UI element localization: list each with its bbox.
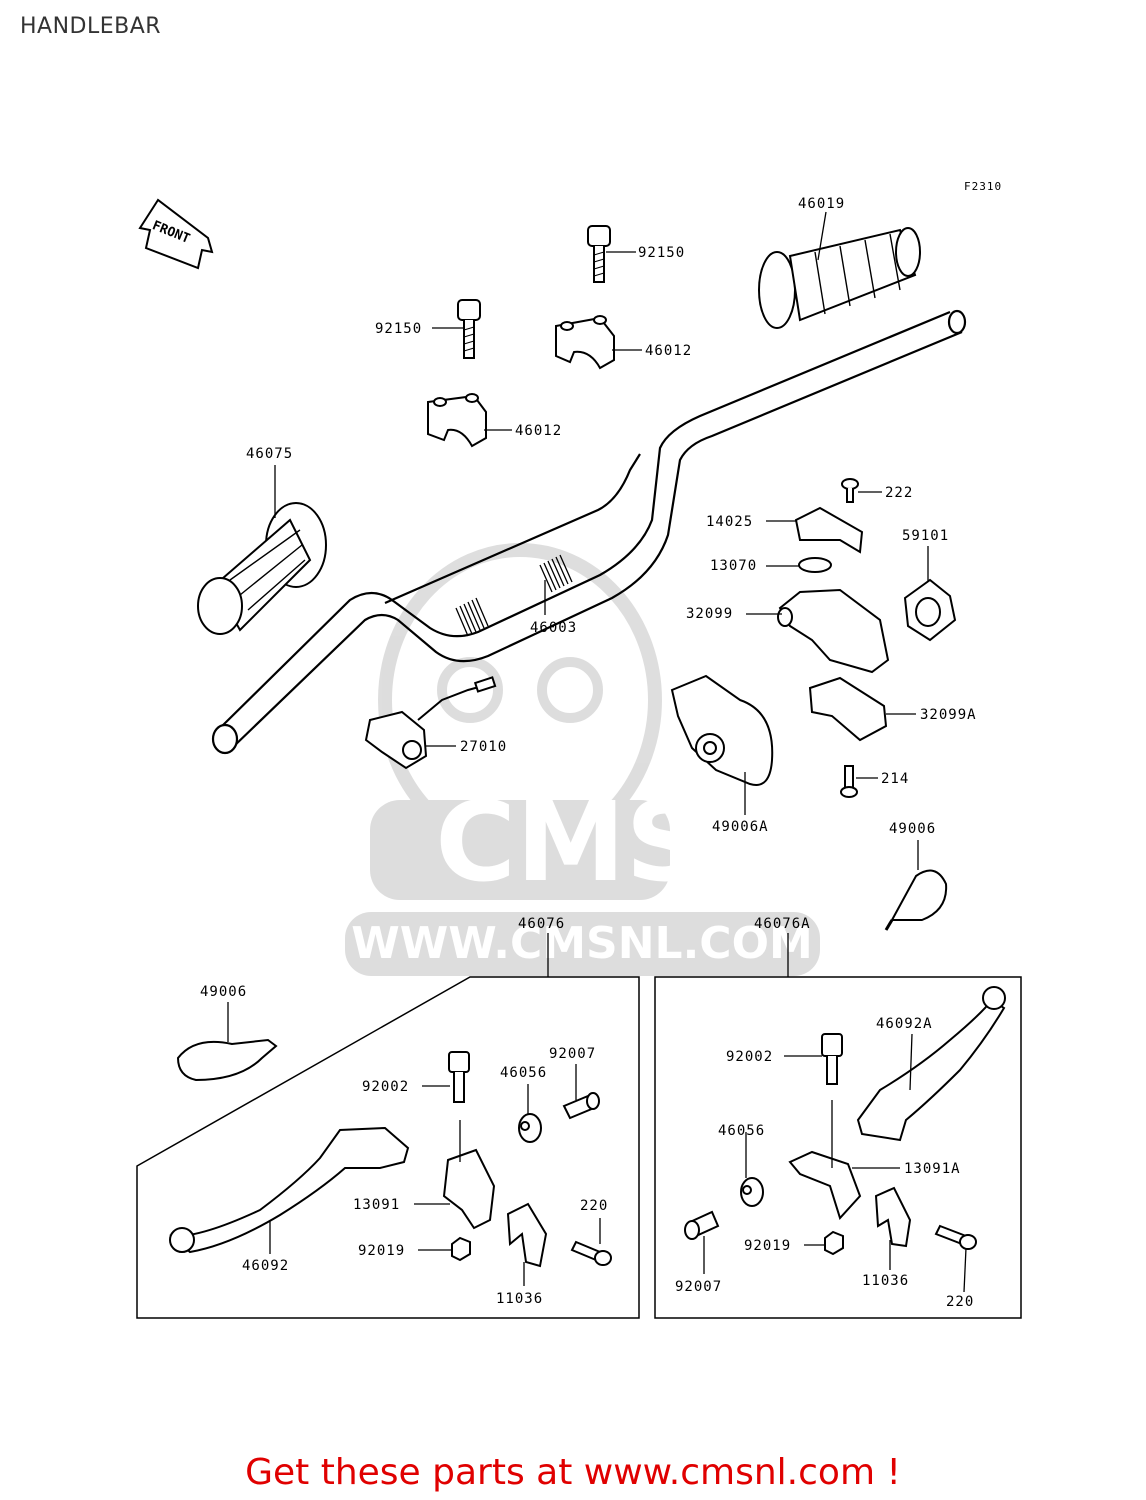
clamp-46012-upper [555,315,615,370]
watermark-brand: CMS [435,778,704,906]
bolt-92002-right [821,1033,843,1085]
lever-46092 [169,1126,410,1254]
left-lever-assembly-box [136,976,640,1319]
plate-14025 [794,506,864,554]
label-220-right: 220 [946,1294,974,1310]
label-59101: 59101 [902,528,949,544]
label-46092A: 46092A [876,1016,933,1032]
label-46012-lower: 46012 [515,423,562,439]
page-title: HANDLEBAR [20,14,162,39]
label-92002-right: 92002 [726,1049,773,1065]
bolt-92150-lower [457,299,481,359]
label-222: 222 [885,485,913,501]
switch-27010 [364,676,497,770]
ring-13070 [798,557,832,573]
label-11036-left: 11036 [496,1291,543,1307]
leader-lines [227,211,967,1293]
label-46092: 46092 [242,1258,289,1274]
clamp-11036-left [506,1202,548,1268]
label-46076A: 46076A [754,916,811,932]
part-labels: 46019 92150 92150 46012 46012 46075 222 … [200,196,977,1310]
label-46056-right: 46056 [718,1123,765,1139]
footer-link-text[interactable]: Get these parts at www.cmsnl.com ! [245,1452,901,1493]
holder-13091A [788,1150,862,1220]
watermark-url: WWW.CMSNL.COM [351,918,813,969]
holder-13091 [442,1148,496,1230]
label-46075: 46075 [246,446,293,462]
bolt-220-left [570,1240,612,1266]
label-32099: 32099 [686,606,733,622]
handlebar-46003 [211,309,967,755]
label-220-left: 220 [580,1198,608,1214]
right-grip-46019 [758,227,921,329]
label-92150-lower: 92150 [375,321,422,337]
clamp-11036-right [874,1186,912,1248]
label-92019-left: 92019 [358,1243,405,1259]
label-27010: 27010 [460,739,507,755]
bolt-92002-left [448,1051,470,1103]
label-46012-upper: 46012 [645,343,692,359]
label-46019: 46019 [798,196,845,212]
front-arrow-icon: FRONT [138,198,214,270]
screw-214 [840,765,858,798]
bolt-220-right [934,1224,977,1250]
nut-92019-left [451,1236,471,1262]
figure-code: F2310 [964,180,1002,193]
housing-32099 [777,588,890,674]
housing-32099A [808,676,888,742]
label-46056-left: 46056 [500,1065,547,1081]
lever-46092A [856,986,1006,1142]
right-lever-assembly-box [654,976,1022,1319]
label-46076: 46076 [518,916,565,932]
label-13091: 13091 [353,1197,400,1213]
label-49006A: 49006A [712,819,769,835]
label-92007-left: 92007 [549,1046,596,1062]
label-11036-right: 11036 [862,1273,909,1289]
adjuster-92007-left [562,1092,600,1120]
cover-49006-left [176,1038,278,1082]
label-92150-upper: 92150 [638,245,685,261]
cover-49006A [670,674,774,786]
cover-49006-right [884,869,948,931]
label-92002-left: 92002 [362,1079,409,1095]
label-46003: 46003 [530,620,577,636]
cable-holder-59101 [903,578,957,642]
label-32099A: 32099A [920,707,977,723]
watermark: CMS WWW.CMSNL.COM [345,543,820,976]
knurled-center-section [455,554,573,637]
nut-92019-right [824,1230,844,1256]
left-grip-46075 [197,502,327,635]
label-49006-left: 49006 [200,984,247,1000]
label-92019-right: 92019 [744,1238,791,1254]
label-92007-right: 92007 [675,1279,722,1295]
screw-222 [841,478,859,503]
label-49006-right: 49006 [889,821,936,837]
adjuster-46056-left [518,1113,542,1143]
label-13070: 13070 [710,558,757,574]
adjuster-46056-right [740,1177,764,1207]
label-214: 214 [881,771,909,787]
label-14025: 14025 [706,514,753,530]
clamp-46012-lower [427,393,487,448]
label-13091A: 13091A [904,1161,961,1177]
bolt-92150-upper [587,225,611,283]
adjuster-92007-right [684,1210,720,1240]
